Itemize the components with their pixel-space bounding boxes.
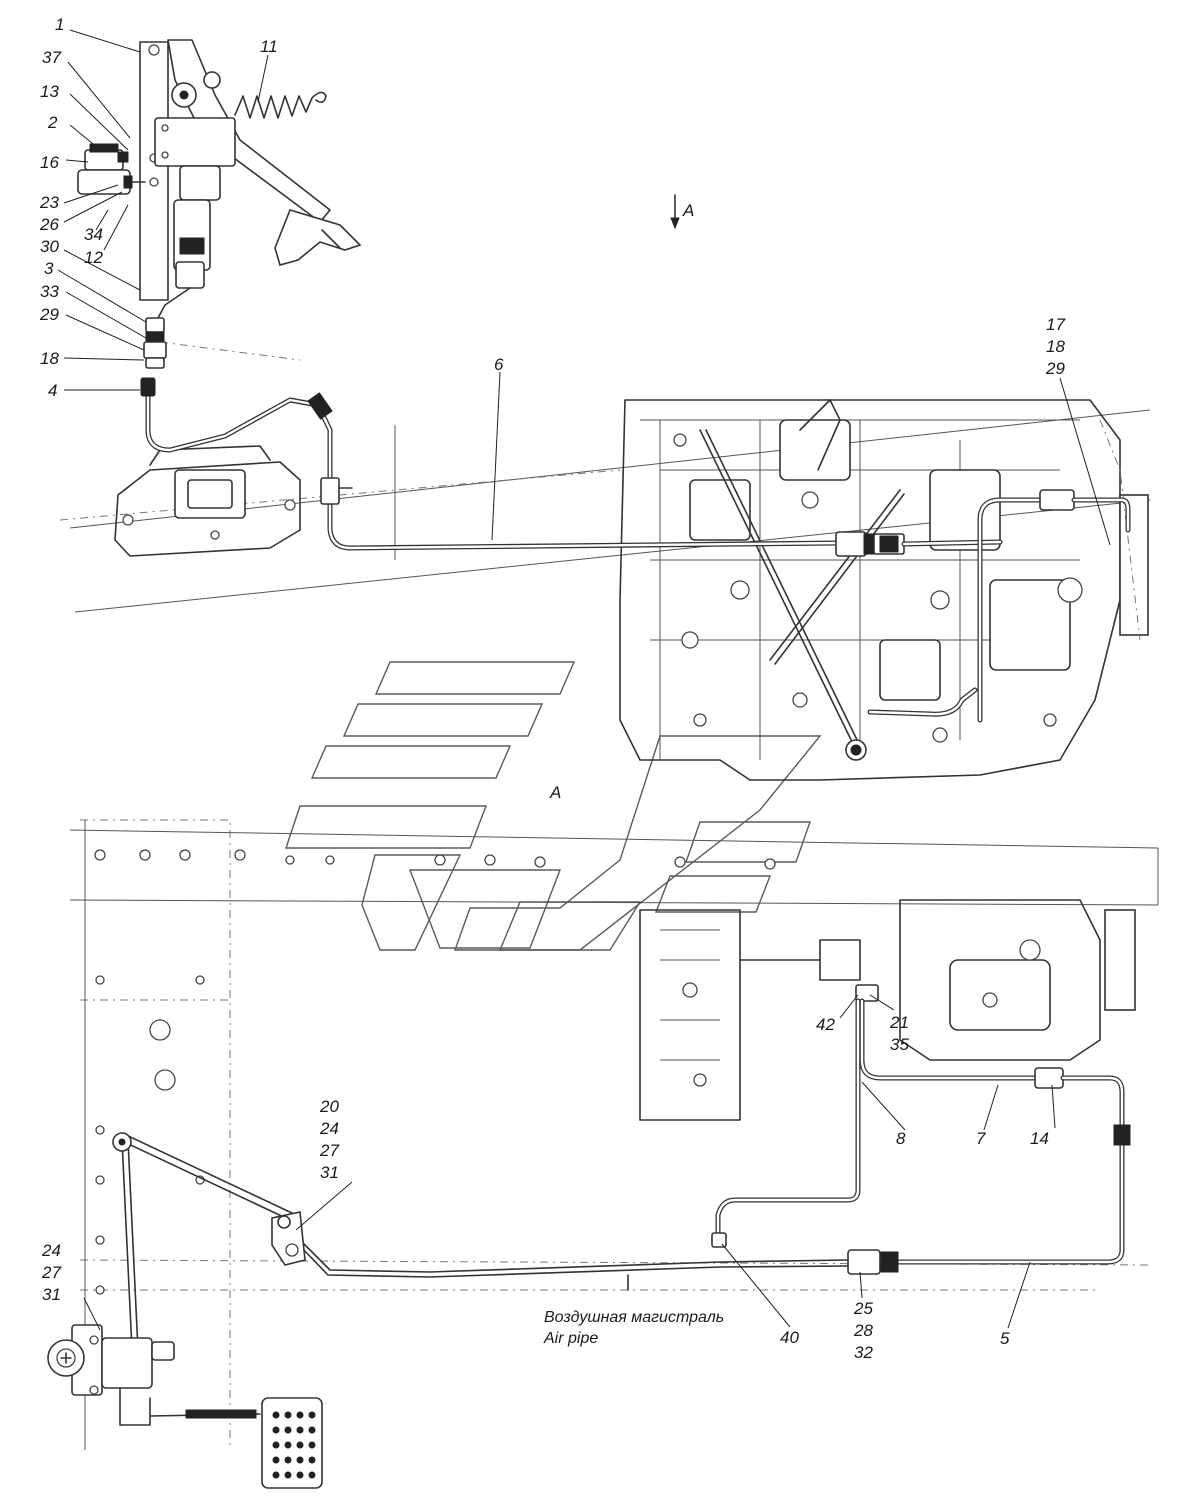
pipe-17 xyxy=(867,489,1131,723)
label-31-lower: 31 xyxy=(42,1285,61,1304)
label-view-a-arrow: A xyxy=(682,201,694,220)
upper-frame-bracket xyxy=(114,445,301,557)
label-2: 2 xyxy=(47,113,58,132)
label-11: 11 xyxy=(260,37,278,56)
label-33: 33 xyxy=(40,282,59,301)
label-37: 37 xyxy=(42,48,61,67)
label-27: 27 xyxy=(319,1141,339,1160)
label-34: 34 xyxy=(84,225,103,244)
label-14: 14 xyxy=(1030,1129,1049,1148)
label-35: 35 xyxy=(890,1035,909,1054)
label-24-lower: 24 xyxy=(41,1241,61,1260)
label-6: 6 xyxy=(494,355,504,374)
label-16: 16 xyxy=(40,153,59,172)
label-23: 23 xyxy=(39,193,59,212)
gearbox-lower xyxy=(639,899,1136,1121)
label-17: 17 xyxy=(1046,315,1065,334)
label-18: 18 xyxy=(40,349,59,368)
label-40: 40 xyxy=(780,1328,799,1347)
caption-air-pipe-ru: Воздушная магистраль xyxy=(544,1309,724,1326)
label-8: 8 xyxy=(896,1129,906,1148)
label-12: 12 xyxy=(84,248,103,267)
label-18-upper: 18 xyxy=(1046,337,1065,356)
pedal-pad-grid xyxy=(272,1411,316,1479)
upper-frame-rail xyxy=(59,341,1151,613)
label-7: 7 xyxy=(976,1129,986,1148)
gearbox-upper xyxy=(619,399,1149,781)
leader-lines xyxy=(57,29,1111,1331)
label-13: 13 xyxy=(40,82,59,101)
label-4: 4 xyxy=(48,381,57,400)
brake-valve-linkage xyxy=(47,1132,323,1489)
label-27-lower: 27 xyxy=(41,1263,61,1282)
label-30: 30 xyxy=(40,237,59,256)
label-24: 24 xyxy=(319,1119,339,1138)
label-21: 21 xyxy=(889,1013,909,1032)
caption-air-pipe-en: Air pipe xyxy=(543,1330,598,1347)
lower-frame-rail xyxy=(69,819,1159,1450)
label-26: 26 xyxy=(39,215,59,234)
part-labels: 1 37 13 2 16 23 26 34 12 30 3 33 29 18 4… xyxy=(39,15,1065,1362)
label-29-upper: 29 xyxy=(1045,359,1065,378)
air-pipe-line xyxy=(299,1239,849,1291)
pedal-assembly xyxy=(77,39,362,369)
label-29: 29 xyxy=(39,305,59,324)
view-arrow-a xyxy=(670,194,680,230)
pipe-6 xyxy=(140,377,843,551)
label-42: 42 xyxy=(816,1015,835,1034)
gearbox-connector xyxy=(835,531,1003,557)
label-25: 25 xyxy=(853,1299,873,1318)
label-28: 28 xyxy=(853,1321,873,1340)
label-5: 5 xyxy=(1000,1329,1010,1348)
pipe-7-8-5 xyxy=(711,984,1131,1275)
label-32: 32 xyxy=(854,1343,873,1362)
label-31: 31 xyxy=(320,1163,339,1182)
label-view-a: A xyxy=(549,783,561,802)
watermark-logo xyxy=(285,661,822,951)
label-20: 20 xyxy=(319,1097,339,1116)
label-3: 3 xyxy=(44,259,54,278)
label-1: 1 xyxy=(55,15,64,34)
